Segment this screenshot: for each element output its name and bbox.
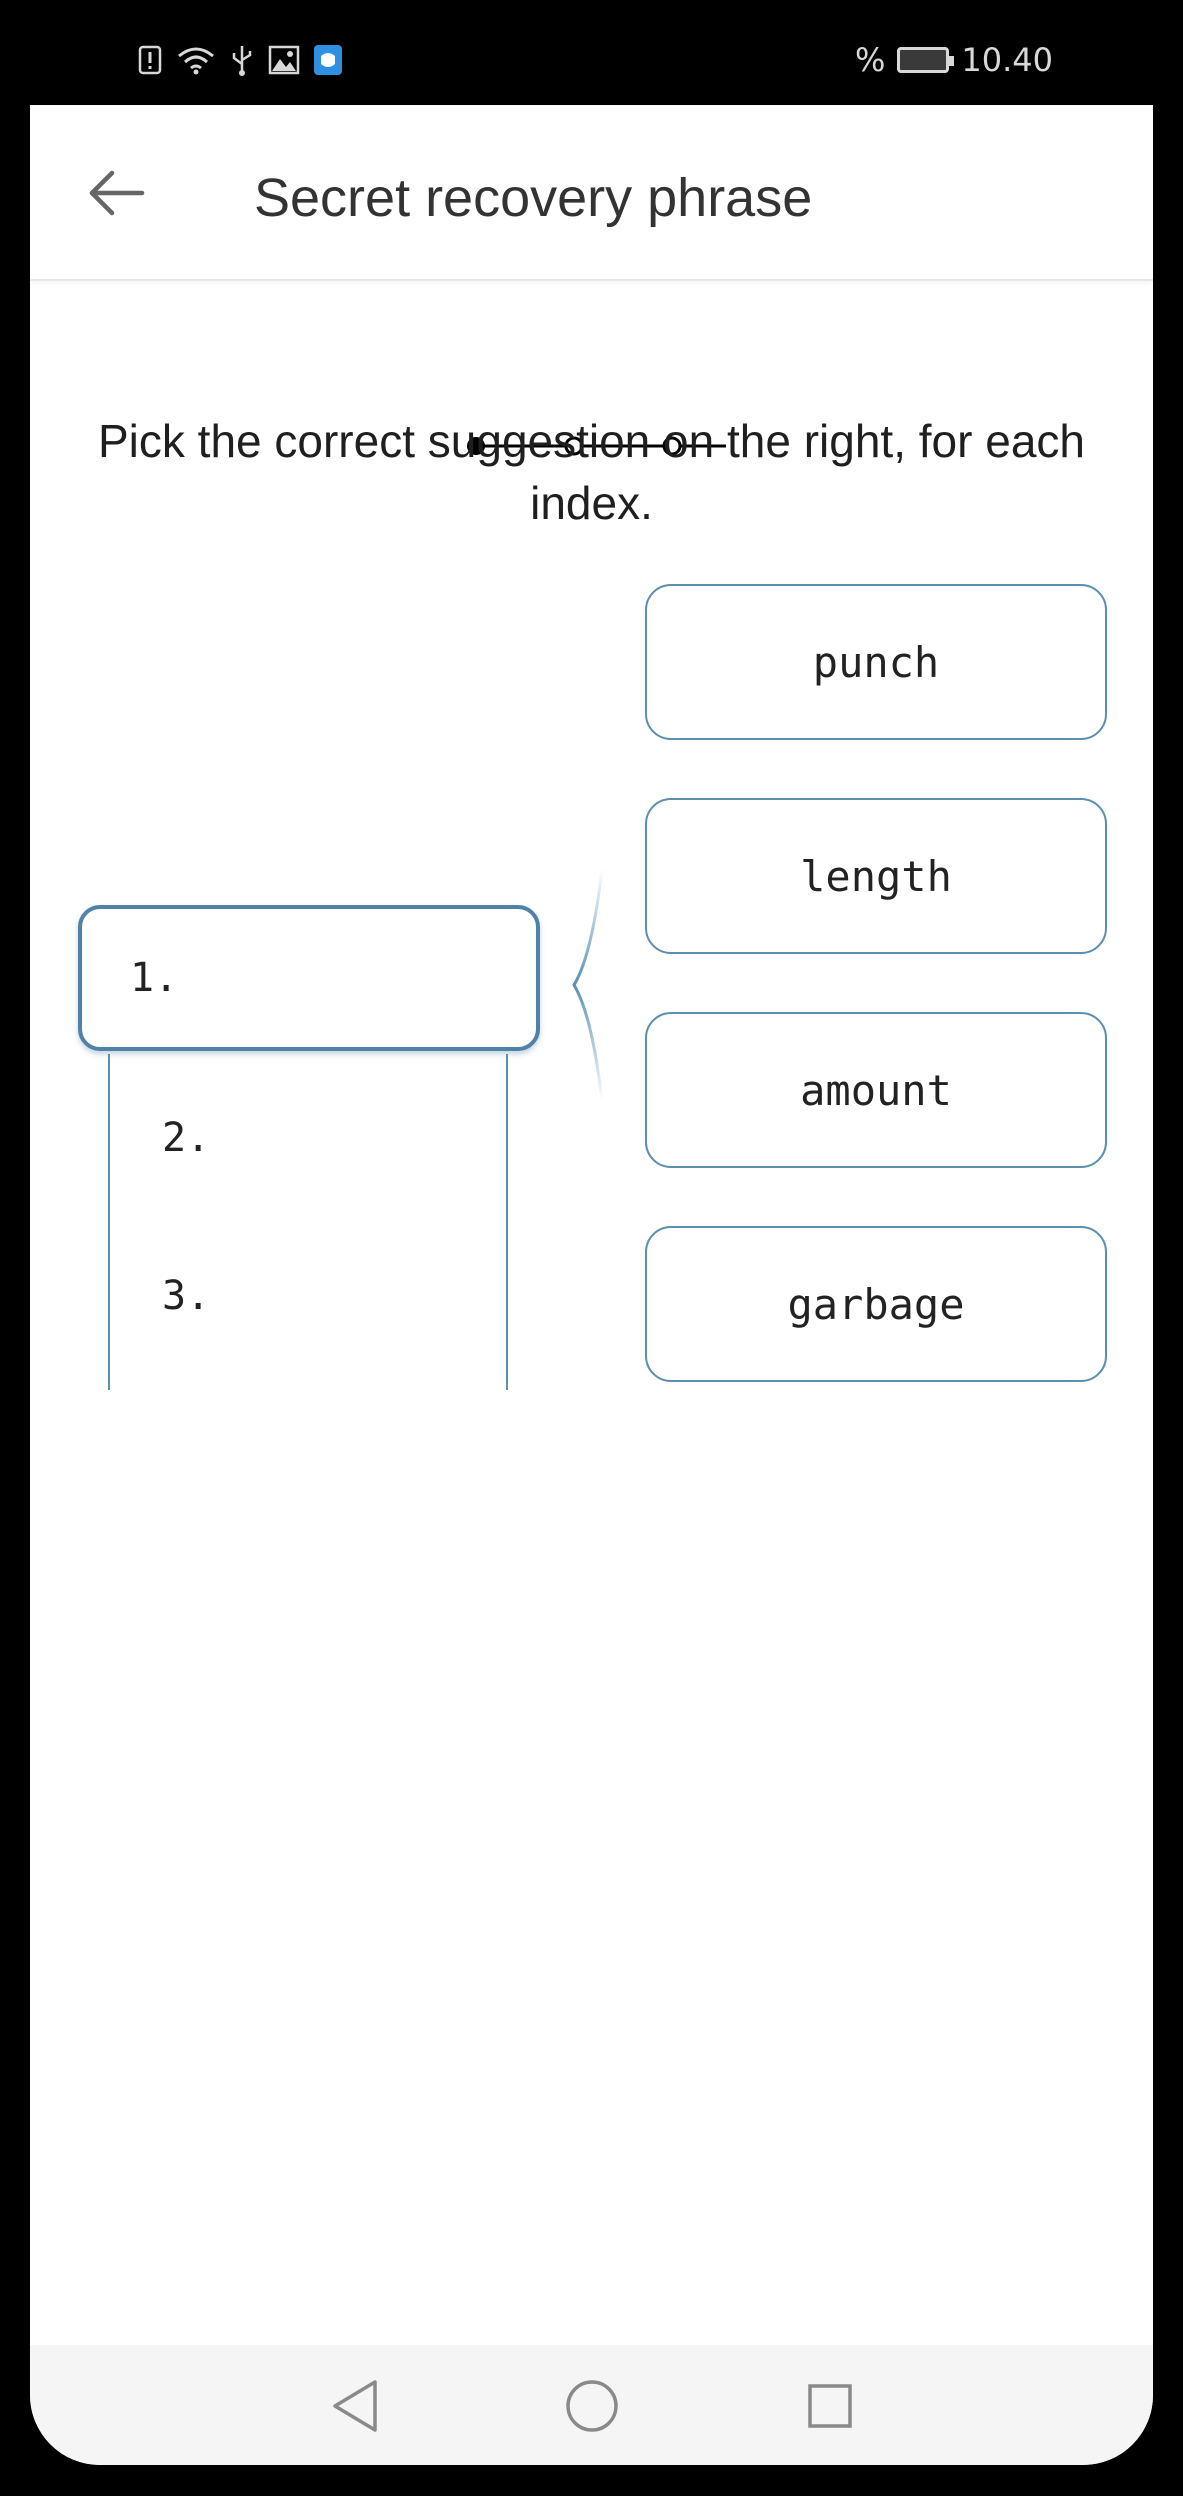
stepper-dot-3 (662, 436, 682, 456)
battery-percentage: % (854, 41, 886, 79)
nav-home-button[interactable] (557, 2371, 627, 2441)
square-recents-icon (808, 2384, 852, 2428)
nav-back-button[interactable] (320, 2371, 390, 2441)
selection-bracket (572, 868, 604, 1102)
triangle-back-icon (333, 2380, 377, 2432)
status-bar: % 10.40 (0, 0, 1183, 100)
arrow-left-icon (89, 170, 145, 216)
nav-recents-button[interactable] (795, 2371, 865, 2441)
app-screen: Secret recovery phrase Pick the correct … (30, 105, 1153, 2465)
gallery-icon (268, 45, 300, 75)
index-slot-active[interactable]: 1. (78, 905, 540, 1051)
usb-icon (232, 46, 252, 76)
suggestion-button[interactable]: punch (645, 584, 1107, 740)
stepper-dot-2 (564, 436, 584, 456)
back-button[interactable] (80, 157, 152, 229)
suggestion-button[interactable]: length (645, 798, 1107, 954)
app-bar: Secret recovery phrase (30, 105, 1153, 281)
suggestion-button[interactable]: amount (645, 1012, 1107, 1168)
status-icons-left (138, 40, 342, 80)
index-slot[interactable]: 3. (162, 1273, 211, 1319)
navigation-bar (30, 2345, 1153, 2465)
clock: 10.40 (961, 41, 1053, 79)
stepper-dot-1-current (467, 437, 485, 455)
app-notification-icon (314, 45, 342, 75)
status-icons-right: % 10.40 (855, 40, 1053, 80)
instruction-text: Pick the correct suggestion on the right… (98, 415, 1085, 529)
wifi-icon (178, 47, 214, 75)
page-title: Secret recovery phrase (254, 168, 813, 228)
index-slot[interactable]: 2. (162, 1115, 211, 1161)
index-list-frame (108, 1054, 508, 1390)
battery-icon (897, 47, 955, 73)
suggestion-button[interactable]: garbage (645, 1226, 1107, 1382)
alert-icon (138, 45, 162, 75)
progress-stepper (467, 436, 726, 456)
circle-home-icon (566, 2380, 618, 2432)
